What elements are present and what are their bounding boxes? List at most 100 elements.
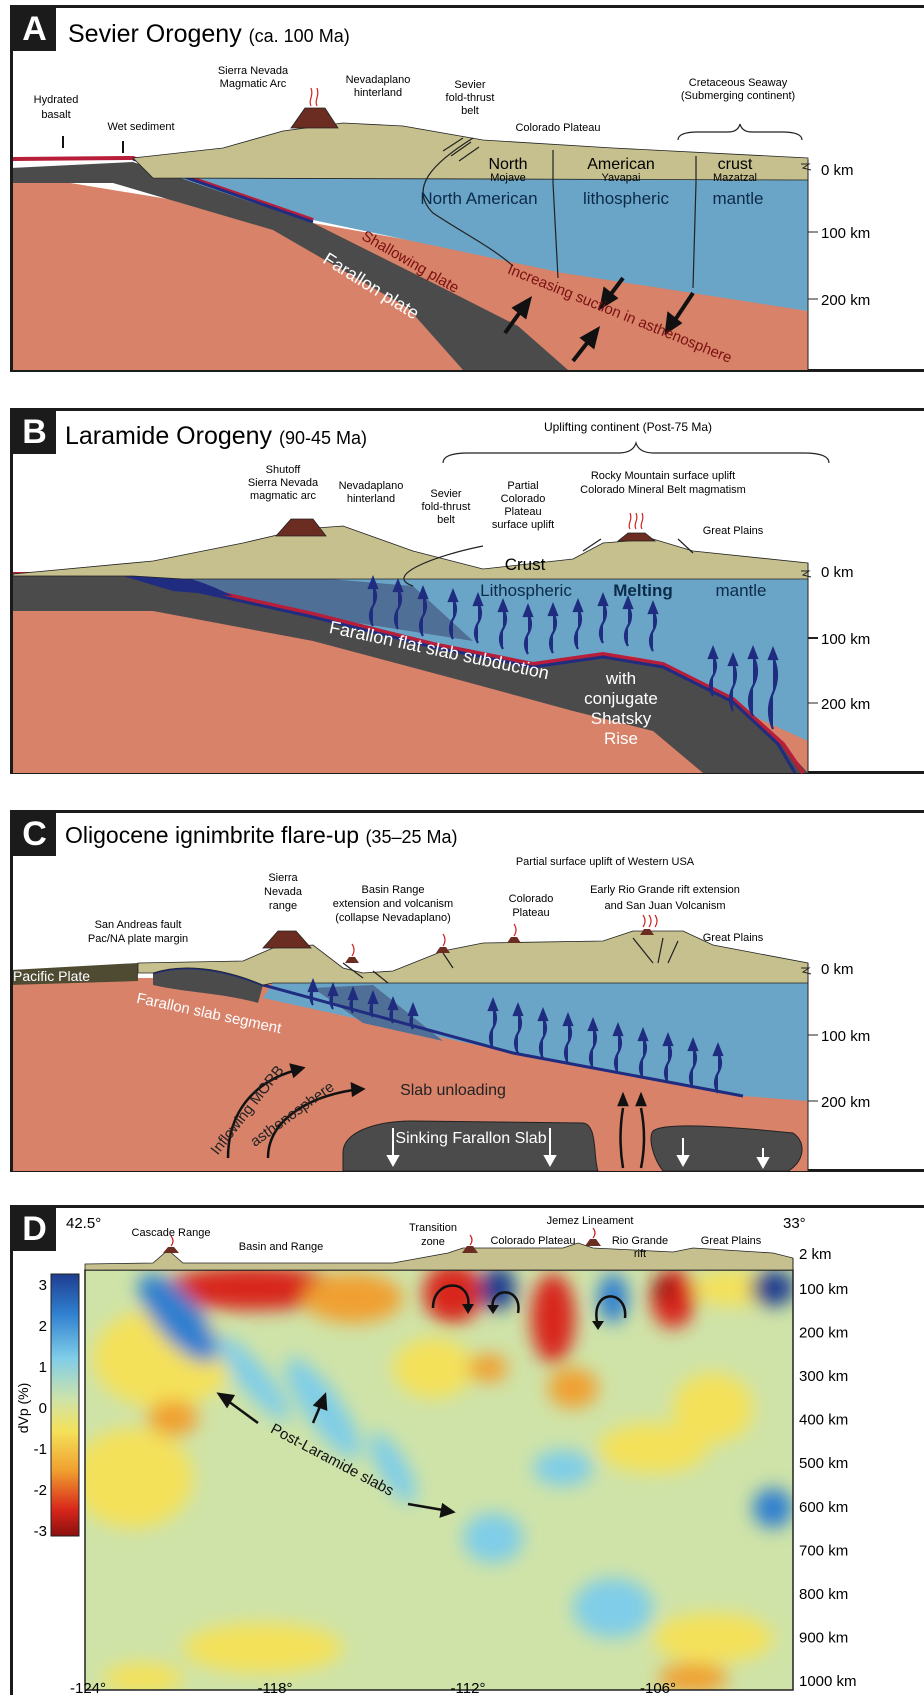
colorbar-tick: 0 — [39, 1400, 47, 1417]
label-rise: Rise — [604, 729, 638, 748]
label-partial-uplift: Partial surface uplift of Western USA — [516, 856, 695, 868]
label-conjugate: conjugate — [584, 689, 658, 708]
label-great-plains: Great Plains — [703, 932, 764, 944]
label-shutoff-3: magmatic arc — [250, 490, 317, 502]
elevation-label: 2 km — [799, 1246, 832, 1263]
longitude-label: -106° — [640, 1680, 676, 1697]
label-cp-1: Colorado — [509, 893, 554, 905]
label-transition-2: zone — [421, 1236, 445, 1248]
depth-0: 0 km — [821, 564, 854, 581]
label-american: American — [587, 156, 655, 173]
label-mojave: Mojave — [490, 172, 525, 184]
colorbar-tick: -3 — [34, 1523, 47, 1540]
label-transition-1: Transition — [409, 1222, 457, 1234]
panel-c-title: Oligocene ignimbrite flare-up (35–25 Ma) — [65, 822, 458, 848]
volcano-icon — [276, 519, 326, 536]
depth-label: 1000 km — [799, 1673, 857, 1690]
depth-label: 300 km — [799, 1368, 848, 1385]
depth-label: 700 km — [799, 1542, 848, 1559]
label-rocky-1: Rocky Mountain surface uplift — [591, 470, 735, 482]
sinking-slab-right — [651, 1126, 802, 1171]
label-sinking: Sinking Farallon Slab — [395, 1130, 546, 1147]
label-rio-1: Rio Grande — [612, 1235, 668, 1247]
depth-200: 200 km — [821, 1094, 870, 1111]
label-basin-1: Basin Range — [362, 884, 425, 896]
panel-d: D — [10, 1205, 924, 1695]
depth-label: 600 km — [799, 1499, 848, 1516]
label-cp-2: Plateau — [512, 907, 549, 919]
panel-d-diagram: 42.5° 33° Cascade Range Basin and Range … — [13, 1208, 924, 1698]
label-colorado-plateau: Colorado Plateau — [490, 1235, 575, 1247]
label-sn-1: Sierra — [268, 872, 298, 884]
label-uplifting: Uplifting continent (Post-75 Ma) — [544, 420, 712, 434]
colorbar-ticks: 3 2 1 0 -1 -2 -3 — [34, 1277, 47, 1540]
panel-c-diagram: Oligocene ignimbrite flare-up (35–25 Ma)… — [13, 813, 924, 1175]
label-partial-4: surface uplift — [492, 519, 554, 531]
colorbar-tick: 1 — [39, 1359, 47, 1376]
depth-0: 0 km — [821, 162, 854, 179]
label-shatsky: Shatsky — [591, 709, 652, 728]
label-great-plains: Great Plains — [703, 525, 764, 537]
label-arc-1: Sierra Nevada — [218, 65, 289, 77]
panel-a-diagram: Sevier Orogeny (ca. 100 Ma) Hydrated bas… — [13, 8, 924, 375]
panel-b-diagram: Laramide Orogeny (90-45 Ma) Uplifting co… — [13, 411, 924, 777]
lat-left: 42.5° — [66, 1215, 101, 1232]
depth-100: 100 km — [821, 225, 870, 242]
label-hinterland-2: hinterland — [347, 493, 395, 505]
depth-label: 900 km — [799, 1629, 848, 1646]
depth-200: 200 km — [821, 292, 870, 309]
label-sevier-2: fold-thrust — [446, 92, 495, 104]
panel-b: B — [10, 408, 924, 774]
label-saf-2: Pac/NA plate margin — [88, 933, 188, 945]
volcano-icon — [291, 108, 338, 128]
label-unloading: Slab unloading — [400, 1082, 506, 1099]
longitude-label: -118° — [258, 1680, 293, 1697]
label-sevier-1: Sevier — [430, 488, 462, 500]
label-basin-range: Basin and Range — [239, 1241, 323, 1253]
colorbar-tick: 3 — [39, 1277, 47, 1294]
label-mantle: mantle — [712, 189, 763, 208]
panel-a: A Sevier Orogeny (ca. 100 Ma) — [10, 5, 924, 372]
label-cascade: Cascade Range — [132, 1227, 211, 1239]
longitude-label: -112° — [451, 1680, 486, 1697]
label-wet-sediment: Wet sediment — [107, 121, 174, 133]
label-saf-1: San Andreas fault — [95, 919, 182, 931]
label-shutoff-2: Sierra Nevada — [248, 477, 319, 489]
label-lithospheric: lithospheric — [583, 189, 669, 208]
label-hinterland-1: Nevadaplano — [339, 480, 404, 492]
label-pacific: Pacific Plate — [13, 968, 90, 984]
depth-100: 100 km — [821, 1028, 870, 1045]
colorbar-tick: -1 — [34, 1441, 47, 1458]
panel-c: C — [10, 810, 924, 1172]
label-crust: Crust — [505, 555, 546, 574]
label-sevier-2: fold-thrust — [422, 501, 471, 513]
lava-icon — [310, 88, 318, 106]
label-crust: crust — [718, 156, 753, 173]
lava-icon — [629, 513, 643, 529]
depth-label: 400 km — [799, 1412, 848, 1429]
label-seaway-2: (Submerging continent) — [681, 90, 795, 102]
label-hinterland-2: hinterland — [354, 87, 402, 99]
rocky-volcano-icon — [618, 533, 655, 541]
depth-200: 200 km — [821, 696, 870, 713]
label-sevier-3: belt — [437, 514, 455, 526]
colorbar-tick: -2 — [34, 1482, 47, 1499]
colorbar-tick: 2 — [39, 1318, 47, 1335]
label-basalt: basalt — [41, 109, 70, 121]
uplift-brace — [443, 443, 829, 463]
seaway-brace — [678, 124, 802, 140]
label-rio-1: Early Rio Grande rift extension — [590, 884, 740, 896]
label-sn-3: range — [269, 900, 297, 912]
depth-label: 800 km — [799, 1586, 848, 1603]
label-lithospheric: Lithospheric — [480, 581, 572, 600]
label-melting: Melting — [613, 581, 673, 600]
crust — [13, 526, 808, 579]
depth-label: 500 km — [799, 1455, 848, 1472]
volcano-icon — [263, 931, 311, 948]
depth-label: 100 km — [799, 1281, 848, 1298]
colorbar — [51, 1274, 79, 1536]
label-basin-2: extension and volcanism — [333, 898, 453, 910]
label-rocky-2: Colorado Mineral Belt magmatism — [580, 484, 746, 496]
label-seaway-1: Cretaceous Seaway — [689, 77, 788, 89]
label-partial-1: Partial — [507, 480, 538, 492]
